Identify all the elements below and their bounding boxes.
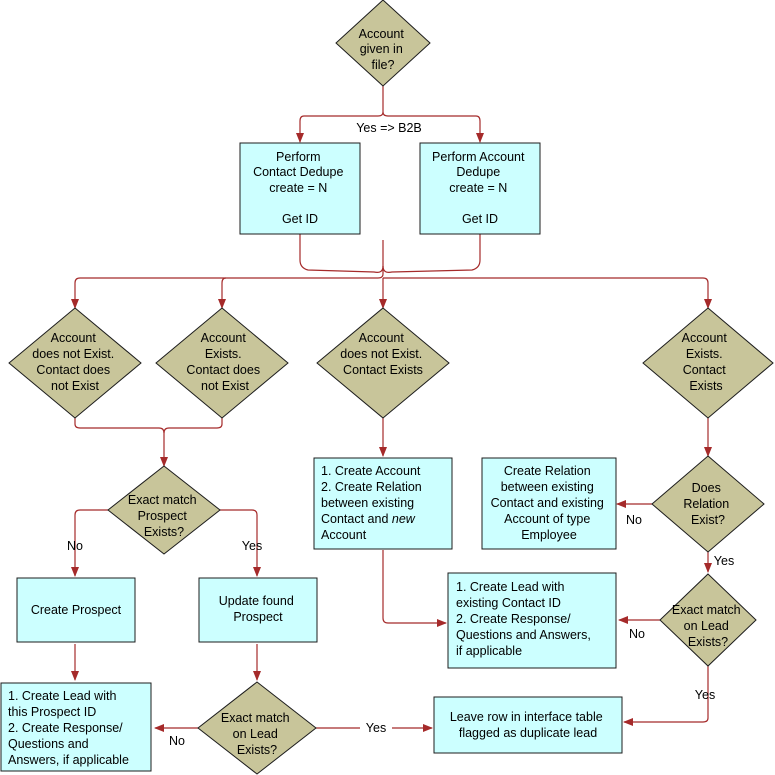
exact-prospect-diamond [107,465,221,555]
acc-yes-contact-no-diamond [155,307,289,419]
acc-yes-contact-yes-text: Account Exists. Contact Exists [682,331,731,393]
yes-label-bg [360,718,392,736]
exact-lead-right-diamond [659,573,757,667]
yes-prospect-label: Yes [242,539,262,553]
contact-dedupe-box [239,142,361,235]
no-lead-left-label: No [169,734,185,748]
update-prospect-text: Update found Prospect [219,594,298,624]
create-prospect-text: Create Prospect [31,603,122,617]
does-relation-diamond [651,455,765,553]
yes-b2b-label: Yes => B2B [356,121,422,135]
account-given-text: Account given in file? [359,27,408,72]
acc-yes-contact-yes-diamond [642,307,774,419]
create-account-box [313,457,453,550]
acc-no-contact-no-diamond [8,307,142,419]
account-given-diamond [335,0,431,87]
create-prospect-box [16,577,136,643]
no-prospect-label: No [67,539,83,553]
acc-no-contact-yes-diamond [316,307,450,419]
yes-lead-right-label: Yes [695,688,715,702]
lead-contact-text: 1. Create Lead with existing Contact ID … [456,580,594,658]
acc-no-contact-no-text: Account does not Exist. Contact does not… [32,331,117,393]
lead-contact-box [447,572,617,669]
create-relation-box [481,457,617,550]
account-dedupe-box [419,142,541,235]
yes-relation-label: Yes [714,554,734,568]
create-relation-text: Create Relation between existing Contact… [491,464,608,542]
update-prospect-box [198,577,318,643]
lead-prospect-box [0,682,152,772]
exact-lead-left-text: Exact match on Lead Exists? [221,711,293,757]
account-dedupe-text: Perform Account Dedupe create = N Get ID [432,150,528,226]
no-lead-right-label: No [629,627,645,641]
yes-lead-left-label: Yes [366,721,386,735]
acc-yes-contact-no-text: Account Exists. Contact does not Exist [186,331,263,393]
acc-no-contact-yes-text: Account does not Exist. Contact Exists [340,331,425,377]
does-relation-text: Does Relation Exist? [683,481,732,527]
leave-row-text: Leave row in interface table flagged as … [450,710,606,740]
connectors [71,86,712,732]
leave-row-box [433,696,623,754]
contact-and-new-line: Contact and new [321,512,416,526]
exact-lead-left-diamond [197,681,317,775]
exact-lead-right-text: Exact match on Lead Exists? [672,603,744,649]
contact-dedupe-text: Perform Contact Dedupe create = N Get ID [253,150,347,226]
lead-prospect-text: 1. Create Lead with this Prospect ID 2. … [8,689,129,767]
create-account-text: 1. Create Account 2. Create Relation bet… [321,464,425,542]
no-relation-label: No [626,513,642,527]
exact-prospect-text: Exact match Prospect Exists? [128,493,200,539]
